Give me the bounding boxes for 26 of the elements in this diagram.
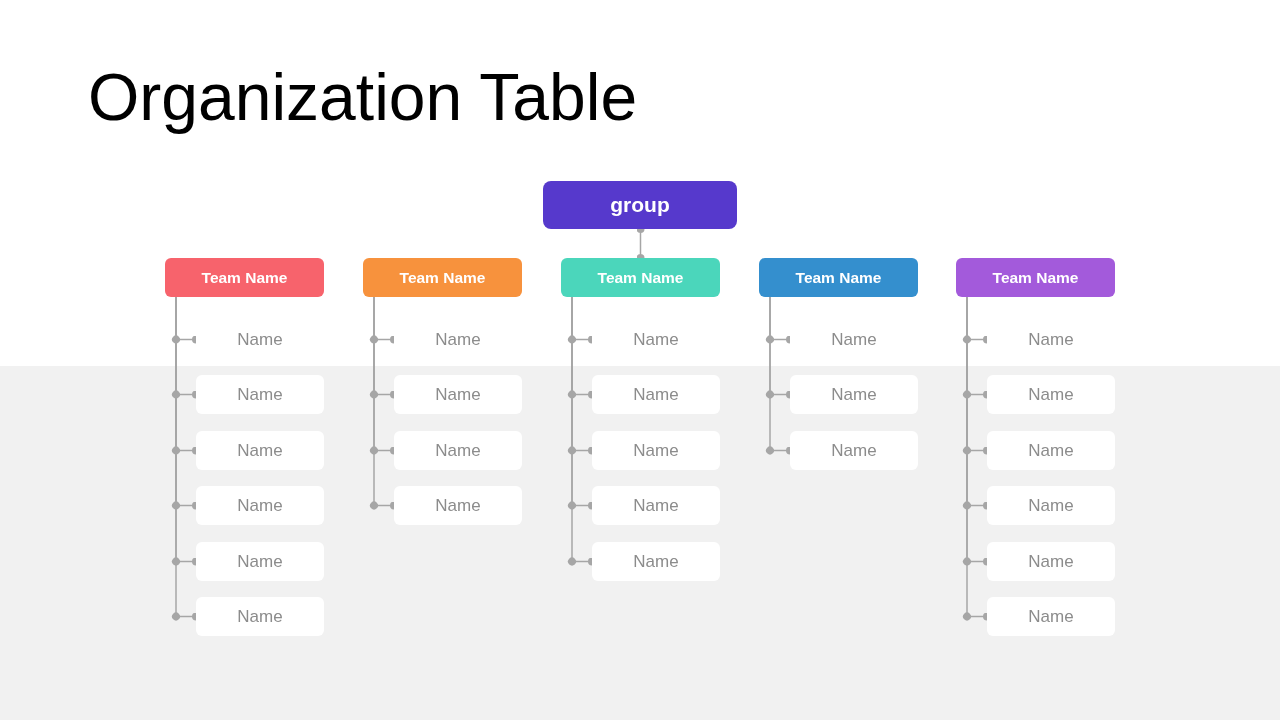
- team-header: Team Name: [165, 258, 324, 297]
- name-card: Name: [790, 431, 918, 470]
- title: Organization Table: [88, 60, 638, 136]
- name-card: Name: [987, 542, 1115, 581]
- name-card: Name: [196, 375, 324, 414]
- name-card: Name: [592, 486, 720, 525]
- name-card: Name: [196, 486, 324, 525]
- name-card: Name: [196, 431, 324, 470]
- team-header: Team Name: [759, 258, 918, 297]
- name-card: Name: [394, 486, 522, 525]
- name-card: Name: [790, 375, 918, 414]
- name-card: Name: [394, 431, 522, 470]
- name-card: Name: [394, 375, 522, 414]
- name-card: Name: [987, 597, 1115, 636]
- team-header: Team Name: [363, 258, 522, 297]
- name-card: Name: [592, 431, 720, 470]
- name-card: Name: [987, 375, 1115, 414]
- name-card: Name: [987, 486, 1115, 525]
- group-header: group: [543, 181, 737, 229]
- team-header: Team Name: [561, 258, 720, 297]
- name-card: Name: [987, 431, 1115, 470]
- name-card: Name: [592, 375, 720, 414]
- name-card: Name: [592, 542, 720, 581]
- name-card: Name: [196, 597, 324, 636]
- name-card: Name: [196, 542, 324, 581]
- team-header: Team Name: [956, 258, 1115, 297]
